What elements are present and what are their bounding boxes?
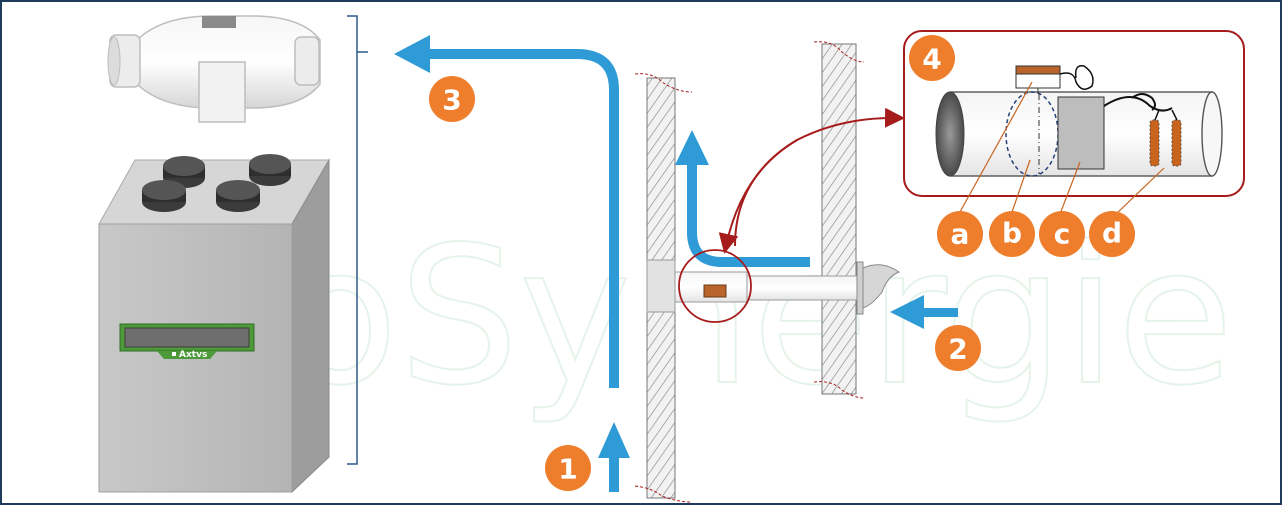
control-panel: Axtvs [119, 323, 255, 360]
brand-label: Axtvs [179, 350, 207, 360]
callout-circle [678, 107, 905, 323]
badge-c-label: c [1054, 218, 1071, 251]
badge-d: d [1089, 211, 1135, 257]
badge-4: 4 [909, 35, 955, 81]
inline-fan-icon [107, 15, 321, 123]
supply-duct [646, 259, 860, 313]
actuator-icon [1015, 65, 1094, 94]
duct-connector-icon [142, 154, 291, 212]
ventilation-unit-icon: Axtvs [98, 154, 330, 494]
badge-b-label: b [1002, 217, 1022, 250]
exterior-wall [813, 41, 865, 399]
airflow-arrows [394, 35, 958, 492]
badge-a-label: a [951, 218, 970, 251]
badge-d-label: d [1102, 217, 1122, 250]
badge-2: 2 [935, 325, 981, 371]
badge-a: a [937, 211, 983, 257]
detail-frame [903, 30, 1245, 217]
damper-icon [703, 284, 727, 298]
group-bracket [347, 15, 368, 465]
vent-hood-icon [856, 261, 901, 315]
badge-2-label: 2 [948, 333, 967, 366]
pipe-detail-icon [935, 91, 1223, 177]
badge-b: b [989, 211, 1035, 257]
badge-3: 3 [429, 76, 475, 122]
badge-1-label: 1 [558, 453, 577, 486]
badge-4-label: 4 [922, 43, 941, 76]
badge-1: 1 [545, 445, 591, 491]
badge-c: c [1039, 211, 1085, 257]
badge-3-label: 3 [442, 84, 461, 117]
